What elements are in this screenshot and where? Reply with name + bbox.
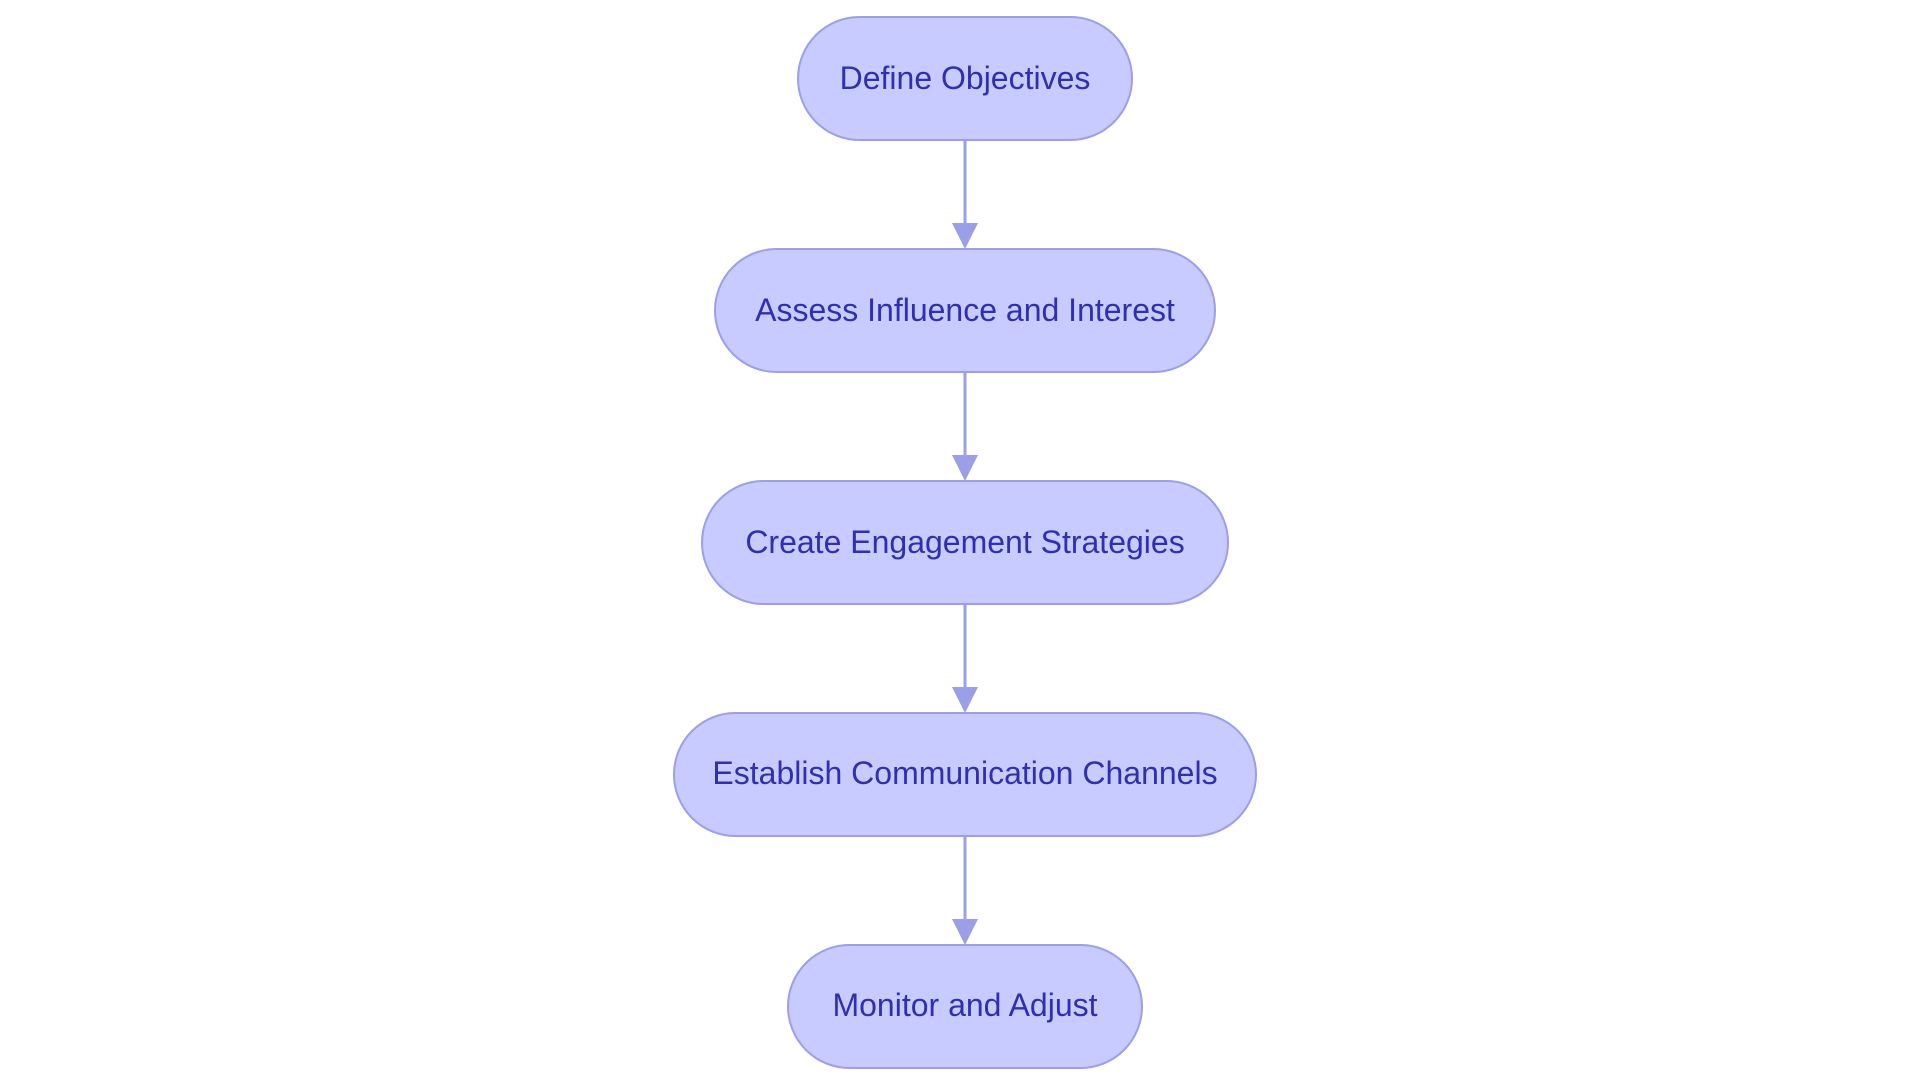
node-shape	[673, 712, 1257, 837]
node-establish-channels: Establish Communication Channels	[673, 712, 1257, 837]
arrowhead-icon	[952, 919, 978, 945]
edge-3-to-4	[952, 604, 978, 713]
node-shape	[701, 480, 1229, 605]
edge-1-to-2	[952, 140, 978, 249]
edges	[952, 140, 978, 945]
arrowhead-icon	[952, 223, 978, 249]
node-monitor-adjust: Monitor and Adjust	[787, 944, 1143, 1069]
node-shape	[787, 944, 1143, 1069]
node-label: Monitor and Adjust	[832, 987, 1097, 1023]
edge-2-to-3	[952, 372, 978, 481]
arrowhead-icon	[952, 687, 978, 713]
node-shape	[714, 248, 1216, 373]
edge-4-to-5	[952, 836, 978, 945]
node-label: Create Engagement Strategies	[745, 524, 1184, 560]
node-label: Assess Influence and Interest	[755, 292, 1175, 328]
node-label: Establish Communication Channels	[712, 755, 1217, 791]
arrowhead-icon	[952, 455, 978, 481]
node-shape	[797, 16, 1133, 141]
node-assess-influence: Assess Influence and Interest	[714, 248, 1216, 373]
node-label: Define Objectives	[840, 60, 1091, 96]
node-create-engagement: Create Engagement Strategies	[701, 480, 1229, 605]
nodes: Define Objectives Assess Influence and I…	[673, 16, 1257, 1069]
node-define-objectives: Define Objectives	[797, 16, 1133, 141]
